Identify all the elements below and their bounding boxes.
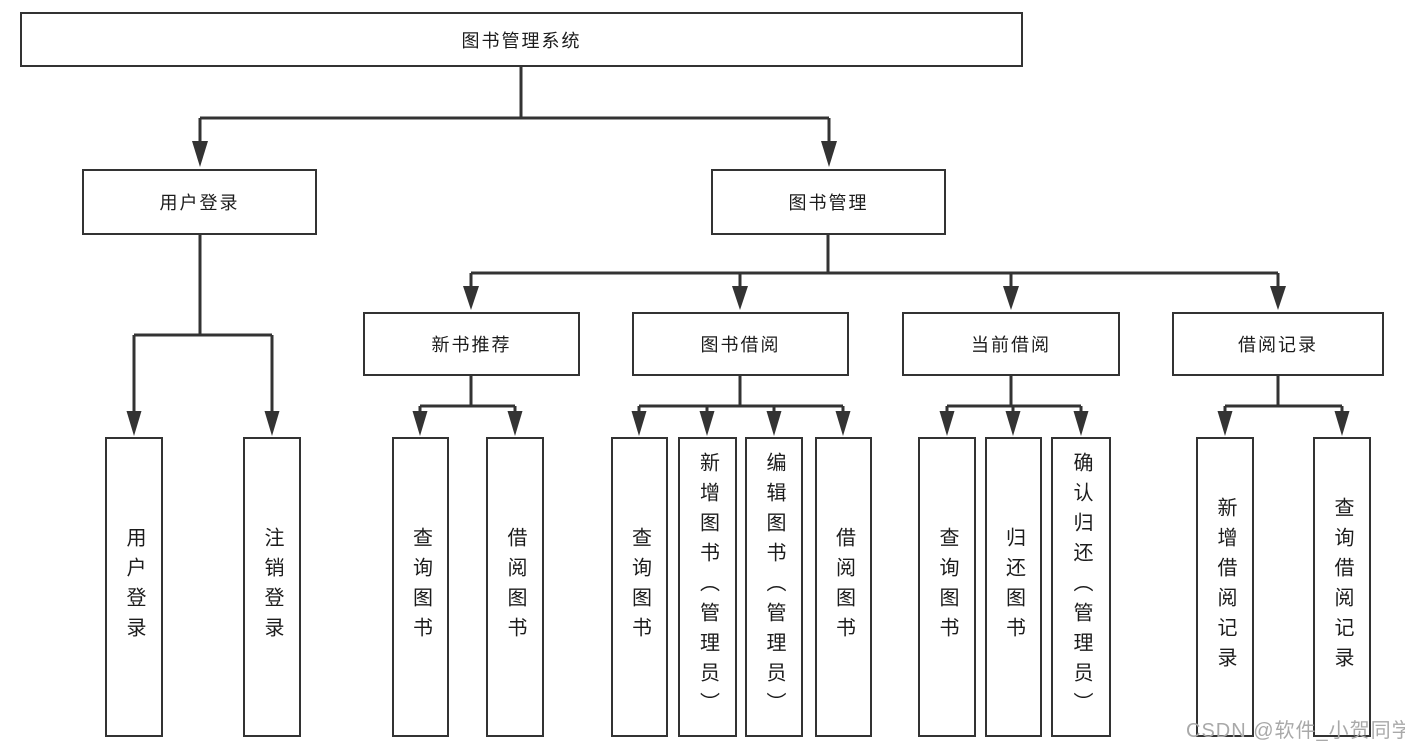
leaf-borrow-books-borrow: 借阅图书 [815,437,872,737]
leaf-borrow-books-recommend: 借阅图书 [486,437,544,737]
node-user-login: 用户登录 [82,169,317,235]
node-label: 图书借阅 [700,335,781,355]
node-label: 借阅图书 [832,527,855,647]
node-borrowing-records: 借阅记录 [1172,312,1384,376]
node-book-management: 图书管理 [711,169,946,235]
node-label: 借阅记录 [1238,335,1318,355]
node-label: 新增借阅记录 [1214,497,1236,677]
leaf-query-books-borrow: 查询图书 [611,437,668,737]
node-label: 用户登录 [159,193,240,213]
node-label: 新书推荐 [431,335,512,355]
node-label: 确认归还（管理员） [1070,452,1092,722]
node-label: 查询借阅记录 [1331,497,1353,677]
connector-bookmgmt-to-level3 [469,235,1280,289]
leaf-query-books-recommend: 查询图书 [392,437,449,737]
leaf-add-borrow-record: 新增借阅记录 [1196,437,1254,737]
node-label: 借阅图书 [504,527,526,647]
leaf-logout: 注销登录 [243,437,301,737]
connector-bookborrow-to-leaves [637,376,845,413]
node-label: 编辑图书（管理员） [763,452,785,722]
node-label: 图书管理系统 [461,30,582,51]
node-label: 查询图书 [409,527,432,647]
node-label: 归还图书 [1002,527,1025,647]
node-new-book-recommendation: 新书推荐 [363,312,580,376]
node-label: 查询图书 [936,527,958,647]
connector-currentborrow-to-leaves [945,376,1083,413]
connector-newbook-to-leaves [418,376,517,413]
node-book-borrowing: 图书借阅 [632,312,849,376]
node-label: 当前借阅 [971,335,1051,355]
connector-userlogin-to-leaves [132,235,274,414]
node-label: 新增图书（管理员） [696,452,719,722]
node-library-management-system: 图书管理系统 [20,12,1023,67]
leaf-query-borrow-record: 查询借阅记录 [1313,437,1371,737]
node-current-borrowing: 当前借阅 [902,312,1120,376]
leaf-query-books-current: 查询图书 [918,437,976,737]
connector-borrowrecords-to-leaves [1223,376,1344,413]
leaf-user-login: 用户登录 [105,437,163,737]
csdn-watermark: CSDN @软件_小贺同学 [1186,720,1405,742]
leaf-confirm-return-admin: 确认归还（管理员） [1051,437,1111,737]
connector-root-to-level2 [198,67,831,144]
arrowheads [126,141,1350,436]
leaf-add-book-admin: 新增图书（管理员） [678,437,737,737]
leaf-return-book: 归还图书 [985,437,1042,737]
node-label: 图书管理 [788,193,869,213]
leaf-edit-book-admin: 编辑图书（管理员） [745,437,803,737]
node-label: 注销登录 [261,527,283,647]
node-label: 查询图书 [628,527,651,647]
node-label: 用户登录 [123,527,145,647]
